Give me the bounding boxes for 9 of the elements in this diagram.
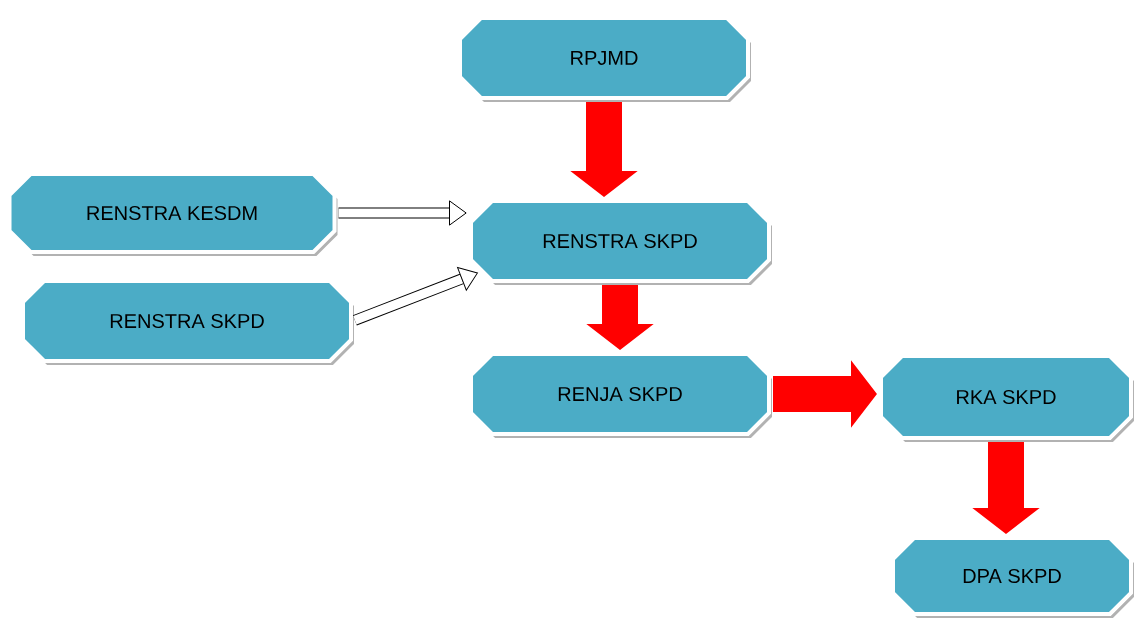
process-box: RENSTRA SKPD [469, 199, 772, 285]
process-box: RPJMD [458, 16, 751, 102]
process-box: RKA SKPD [879, 354, 1134, 442]
hollow-block-arrow [352, 267, 478, 326]
process-box: DPA SKPD [891, 536, 1134, 618]
process-box: RENSTRA KESDM [7, 172, 338, 256]
process-box: RENJA SKPD [469, 352, 772, 438]
process-box: RENSTRA SKPD [21, 279, 354, 365]
hollow-block-arrow [338, 200, 467, 226]
